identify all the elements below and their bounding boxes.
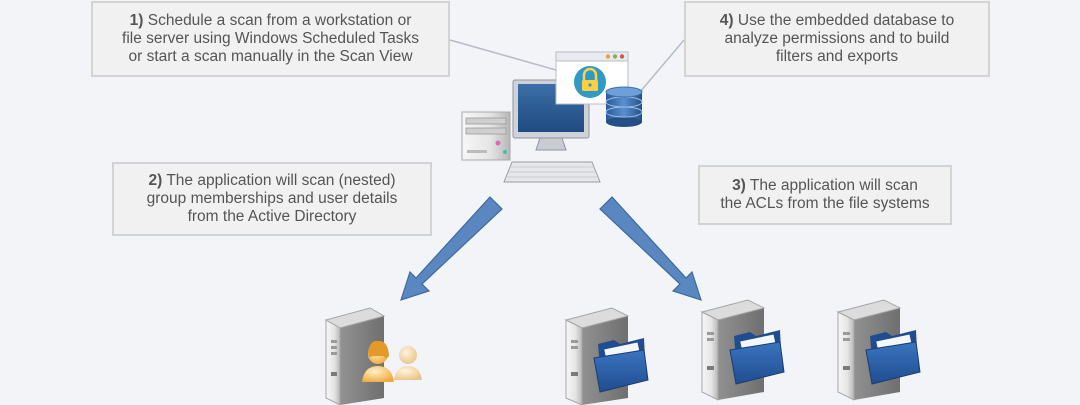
step-4-line-3: filters and exports xyxy=(775,48,899,65)
connector-line-1 xyxy=(449,39,557,71)
arrow-to-file-servers xyxy=(599,196,702,301)
step-1-callout: 1) Schedule a scan from a workstation or… xyxy=(91,1,450,77)
workstation-icon xyxy=(461,79,601,183)
step-2-number: 2) xyxy=(148,172,163,189)
users-icon xyxy=(362,340,422,382)
step-1-number: 1) xyxy=(129,12,144,29)
step-1-line-2: file server using Windows Scheduled Task… xyxy=(122,30,419,47)
folder-icon-1 xyxy=(593,338,649,393)
arrow-to-active-directory xyxy=(400,196,503,301)
step-2-line-3: from the Active Directory xyxy=(187,208,357,225)
step-4-line-2: analyze permissions and to build xyxy=(724,30,950,47)
step-3-callout: 3) The application will scan the ACLs fr… xyxy=(698,165,952,225)
step-3-line-2: the ACLs from the file systems xyxy=(720,195,930,212)
step-4-line-1: Use the embedded database to xyxy=(737,12,955,29)
step-4-callout: 4) Use the embedded database to analyze … xyxy=(684,1,990,77)
step-2-line-1: The application will scan (nested) xyxy=(166,172,396,189)
step-3-line-1: The application will scan xyxy=(749,177,918,194)
database-icon xyxy=(605,86,643,127)
folder-icon-2 xyxy=(729,330,785,385)
step-1-line-1: Schedule a scan from a workstation or xyxy=(147,12,412,29)
connector-line-4 xyxy=(639,39,685,93)
folder-icon-3 xyxy=(865,330,921,385)
step-2-callout: 2) The application will scan (nested) gr… xyxy=(112,162,432,236)
step-4-number: 4) xyxy=(719,12,734,29)
step-1-line-3: or start a scan manually in the Scan Vie… xyxy=(128,48,413,65)
step-3-number: 3) xyxy=(732,177,746,194)
step-2-line-2: group memberships and user details xyxy=(146,190,398,207)
